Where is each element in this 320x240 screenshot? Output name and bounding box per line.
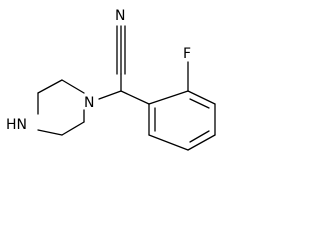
aromatic-double-bond	[189, 130, 210, 143]
ring-bond	[148, 90, 189, 105]
fluorine-label: F	[183, 46, 191, 62]
ring-bond	[37, 79, 63, 94]
bond-ch-to-phenyl	[120, 90, 150, 105]
nitrile-group: N	[115, 8, 126, 75]
ring-bond	[61, 121, 85, 136]
ring-bond	[61, 79, 85, 94]
nitrile-nitrogen-label: N	[115, 8, 125, 24]
piperazine-nitrogen-label: N	[84, 95, 94, 111]
ring-bond	[187, 90, 216, 105]
bond-ch-to-piperazine-n	[98, 90, 122, 100]
ring-bond	[148, 134, 189, 151]
structure-diagram: N N HN F	[6, 8, 216, 151]
ring-bond	[187, 134, 216, 151]
ring-bond	[37, 129, 63, 136]
piperazine-nh-label: HN	[6, 117, 27, 133]
fluorophenyl-ring: F	[148, 46, 216, 151]
piperazine-ring: N HN	[6, 79, 94, 136]
aromatic-double-bond	[189, 98, 210, 109]
